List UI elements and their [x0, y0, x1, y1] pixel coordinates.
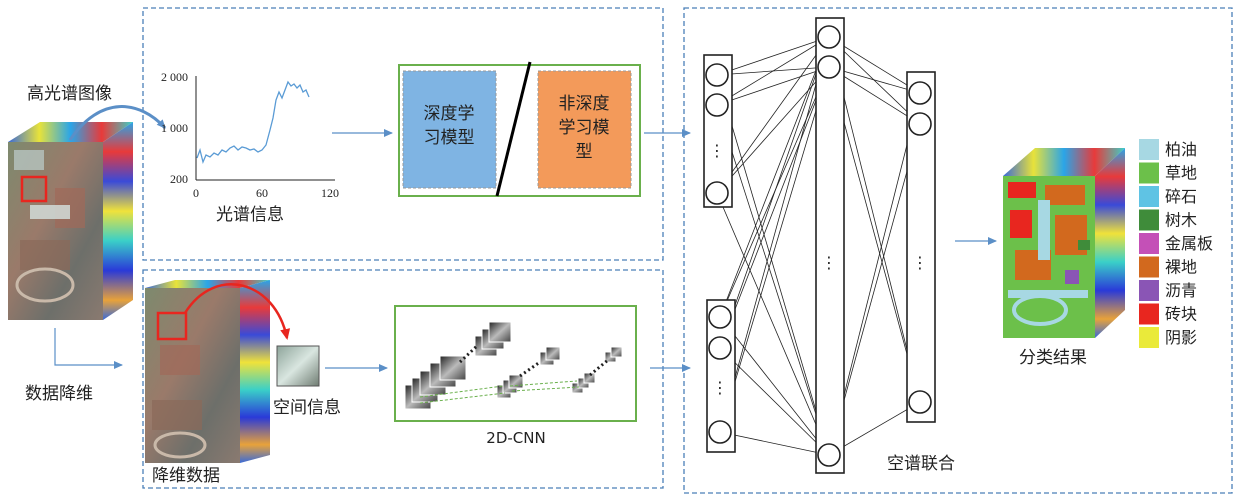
reduced-data-label: 降维数据	[152, 466, 220, 486]
spatial-input-node	[708, 420, 732, 444]
legend-label: 柏油	[1165, 140, 1197, 159]
legend-label: 砖块	[1165, 305, 1197, 324]
deep-label-2: 习模型	[424, 128, 475, 148]
hidden-ellipsis: ⋮	[821, 253, 837, 272]
hidden-layer	[815, 17, 845, 474]
classification-map	[1003, 148, 1125, 338]
dim-reduction-arrow	[54, 328, 123, 369]
nondeep-label-1: 非深度	[559, 94, 610, 114]
x-tick-60: 60	[256, 186, 268, 200]
legend-label: 碎石	[1165, 187, 1197, 206]
deep-label-1: 深度学	[424, 104, 475, 124]
x-tick-0: 0	[193, 186, 199, 200]
legend-label: 树木	[1165, 211, 1197, 230]
spectral-input-node	[705, 181, 729, 205]
output-node	[908, 390, 932, 414]
spectral-input-node	[705, 63, 729, 87]
legend-label: 草地	[1165, 164, 1197, 183]
legend-label: 金属板	[1165, 234, 1213, 253]
spatial-info-label: 空间信息	[273, 398, 341, 418]
dim-reduction-label: 数据降维	[25, 384, 93, 404]
legend-swatch	[1139, 303, 1159, 325]
reduced-data-cube	[145, 280, 270, 463]
spatial-extract-arrow	[183, 283, 291, 340]
result-label: 分类结果	[1019, 348, 1087, 368]
spectral-input-ellipsis: ⋮	[709, 141, 725, 160]
legend-swatch	[1139, 280, 1159, 301]
nondeep-label-3: 型	[576, 142, 593, 162]
hsi-image-label: 高光谱图像	[27, 84, 112, 104]
reduced-roi-box	[156, 311, 188, 341]
legend-swatch	[1139, 162, 1159, 184]
cnn-box	[394, 305, 637, 422]
cnn-feature-maps	[404, 321, 623, 410]
legend-swatch	[1139, 209, 1159, 231]
joint-label: 空谱联合	[887, 454, 955, 474]
cnn-label: 2D-CNN	[486, 429, 545, 447]
spectral-info-label: 光谱信息	[216, 205, 284, 225]
y-tick-2000: 2 000	[161, 70, 188, 84]
hidden-node	[817, 55, 841, 79]
nondeep-label-2: 学习模	[559, 118, 610, 138]
x-tick-120: 120	[321, 186, 339, 200]
non-deep-learning-box	[537, 70, 632, 189]
joint-panel	[683, 7, 1233, 494]
legend-label: 裸地	[1165, 258, 1197, 277]
legend-swatch	[1139, 139, 1159, 160]
spatial-input-node	[708, 305, 732, 329]
legend-swatch	[1139, 256, 1159, 278]
model-box	[398, 64, 641, 197]
model-divider	[495, 61, 532, 197]
output-ellipsis: ⋮	[912, 253, 928, 272]
spatial-patch	[276, 345, 320, 387]
legend-swatch	[1139, 327, 1159, 348]
legend-swatch	[1139, 233, 1159, 254]
hsi-cube	[8, 122, 133, 320]
hidden-node	[817, 443, 841, 467]
legend-label: 沥青	[1165, 281, 1197, 300]
legend-swatch	[1139, 186, 1159, 207]
deep-learning-box	[402, 70, 497, 189]
spectral-curve	[196, 80, 310, 165]
y-tick-200: 200	[170, 172, 188, 186]
spectrum-plot: 2 000 1 000 200 0 60 120	[161, 70, 339, 200]
hsi-to-spectrum-arrow	[68, 105, 167, 141]
hidden-node	[817, 25, 841, 49]
spatial-input-ellipsis: ⋮	[712, 378, 728, 397]
output-node	[908, 112, 932, 136]
legend-label: 阴影	[1165, 328, 1197, 347]
output-node	[908, 81, 932, 105]
spectral-input-node	[705, 93, 729, 117]
spatial-input-node	[708, 336, 732, 360]
y-tick-1000: 1 000	[161, 121, 188, 135]
spectral-panel	[142, 7, 664, 261]
hsi-roi-box	[20, 175, 48, 203]
spatial-panel	[142, 269, 664, 489]
